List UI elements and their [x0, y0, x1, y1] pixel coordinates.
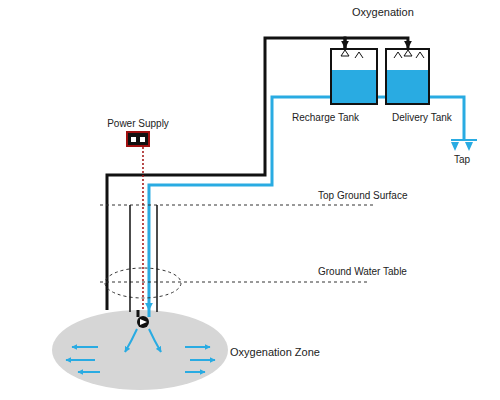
tap-symbol	[451, 142, 473, 151]
node-label: Recharge Tank	[292, 112, 359, 124]
well-casing	[156, 205, 158, 312]
pipe-connector	[345, 38, 408, 48]
ground-surface-line	[100, 205, 375, 206]
label-holder: Oxygenation	[352, 6, 414, 19]
tap-pipe	[430, 97, 464, 140]
power-supply-box: Power Supply	[126, 131, 150, 147]
pipe-stub	[148, 310, 151, 317]
label-holder: Oxygenation Zone	[230, 346, 320, 359]
pump-symbol	[140, 319, 147, 325]
label-holder: Top Ground Surface	[318, 190, 408, 202]
drawdown-ellipse	[105, 268, 181, 298]
flow-arrows	[66, 329, 215, 372]
label-holder: Ground Water Table	[318, 266, 407, 278]
ground-label: Top Ground Surface	[318, 190, 408, 202]
label-holder: Recharge Tank	[292, 112, 359, 124]
socket-hole	[140, 137, 145, 142]
delivery-tank: Delivery Tank	[385, 48, 430, 105]
node-label: Oxygenation Zone	[230, 346, 320, 359]
oxygenation-zone: Oxygenation Zone	[52, 310, 228, 390]
pipe-stub	[137, 310, 140, 317]
recharge-tank: Recharge Tank	[330, 48, 378, 105]
node-label: Power Supply	[107, 118, 169, 130]
pipe-connector	[149, 97, 330, 310]
section-title: Oxygenation	[352, 6, 414, 19]
tap-symbol	[451, 139, 477, 141]
label-holder: Power Supply	[107, 118, 169, 130]
pipe-connector	[378, 96, 385, 99]
spray-nozzles	[341, 50, 424, 58]
label-holder: Tap	[454, 154, 470, 166]
zone-ellipse	[52, 310, 228, 390]
ground-label: Ground Water Table	[318, 266, 407, 278]
pipe-connector	[142, 147, 144, 310]
node-label: Delivery Tank	[392, 112, 452, 124]
pump-symbol	[137, 316, 149, 328]
zone-ellipse	[52, 310, 228, 390]
socket-hole	[131, 137, 136, 142]
tap-label: Tap	[454, 154, 470, 166]
label-holder: Delivery Tank	[392, 112, 452, 124]
well-casing	[129, 205, 131, 312]
water-table-line	[100, 282, 370, 283]
pipe-connector	[107, 38, 345, 310]
